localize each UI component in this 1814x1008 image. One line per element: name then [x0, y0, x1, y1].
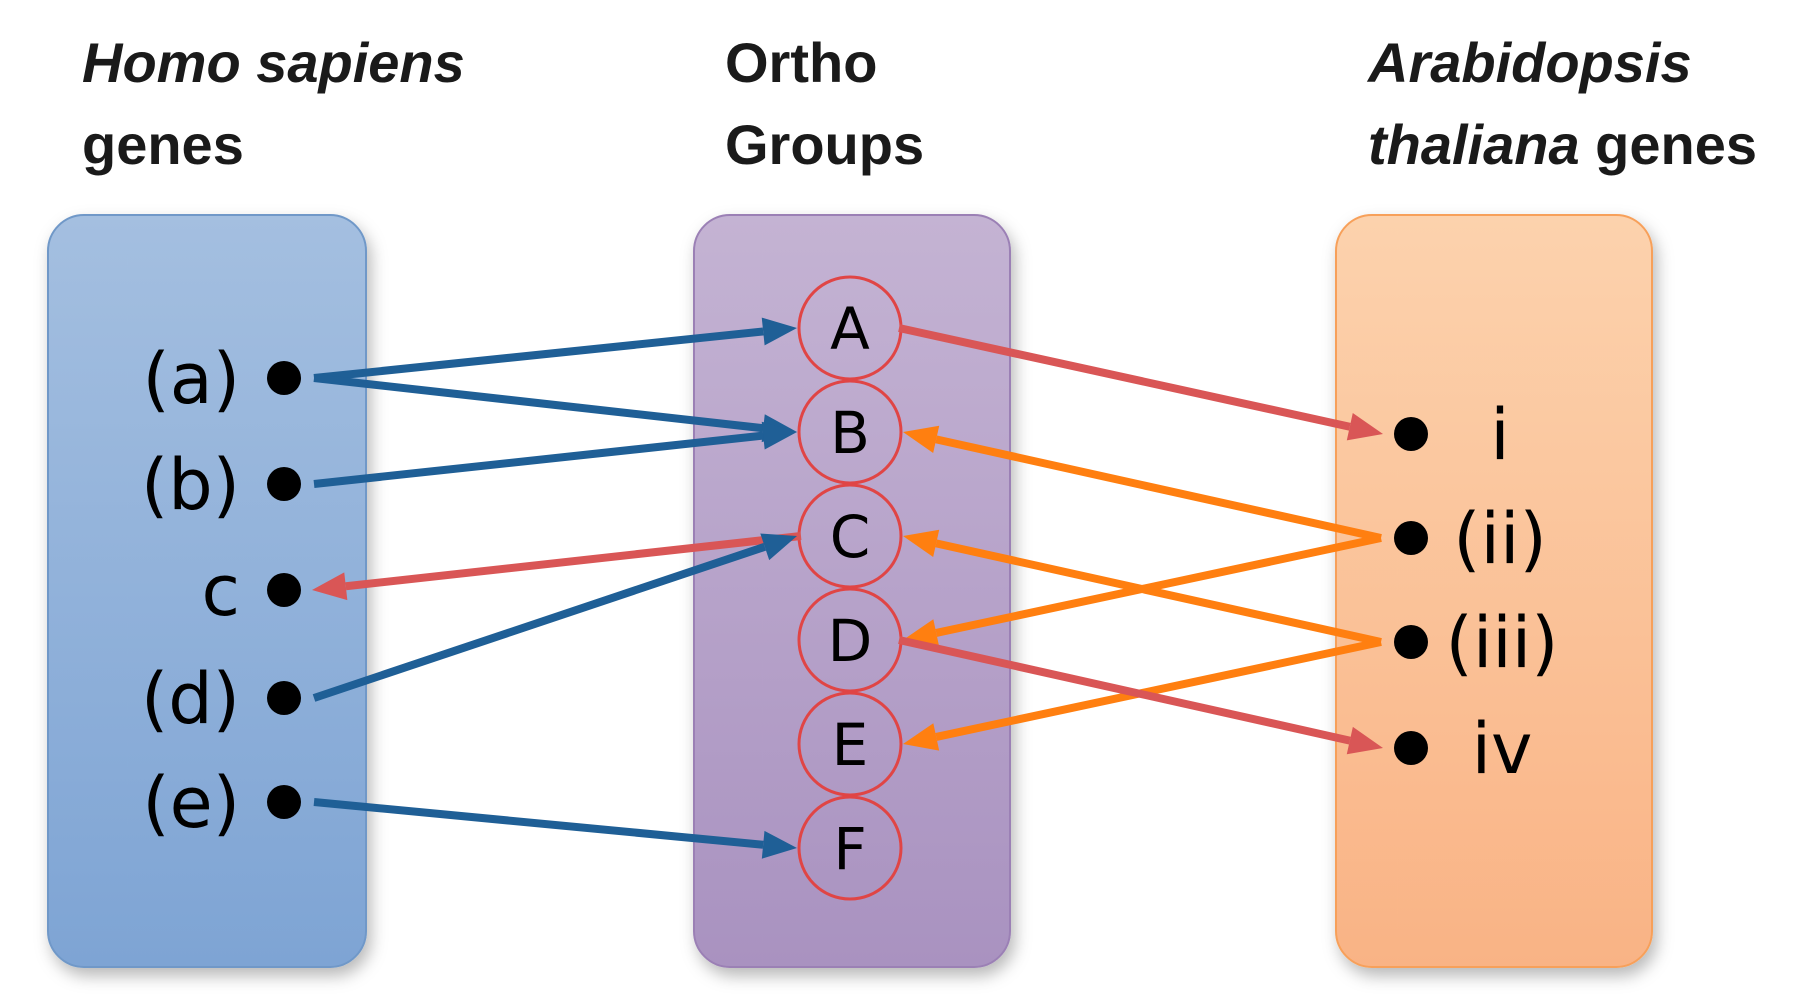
link-e-to-f	[313, 798, 764, 849]
arrowhead-b-to-b	[761, 421, 797, 450]
homo-sapiens-box	[47, 214, 367, 968]
link-d-to-c	[312, 543, 767, 702]
header-arabidopsis-line2-italic: thaliana	[1368, 113, 1580, 176]
arabidopsis-gene-i-label: i	[1490, 394, 1509, 476]
link-ii-to-b	[935, 435, 1382, 542]
arrowhead-d-to-c	[760, 533, 797, 561]
group-b-circle	[797, 379, 903, 485]
human-gene-a-dot	[267, 361, 301, 395]
human-gene-e-dot	[267, 785, 301, 819]
arabidopsis-gene-iv-dot	[1394, 731, 1428, 765]
group-b-label: B	[830, 399, 870, 467]
ortho-groups-box	[693, 214, 1011, 968]
group-d-label: D	[828, 607, 873, 675]
link-d-to-iv	[898, 636, 1351, 745]
header-ortho-groups: Ortho Groups	[725, 22, 924, 186]
arrowhead-iii-to-e	[903, 723, 940, 751]
human-gene-b-dot	[267, 467, 301, 501]
human-gene-e-label: (e)	[142, 762, 240, 844]
link-a-to-i	[898, 324, 1351, 431]
arrowhead-iii-to-c	[903, 529, 940, 558]
human-gene-list: (a) (b) c (d) (e)	[141, 338, 301, 844]
arrowhead-ii-to-b	[903, 425, 940, 454]
arabidopsis-gene-ii-dot	[1394, 521, 1428, 555]
link-c-to-c	[345, 532, 802, 591]
arrowhead-a-to-a	[761, 317, 797, 346]
group-e-circle	[797, 691, 903, 797]
human-gene-a-label: (a)	[142, 338, 240, 420]
group-e-label: E	[832, 711, 869, 779]
header-ortho-line2: Groups	[725, 113, 925, 176]
arabidopsis-gene-iii-label: (iii)	[1446, 602, 1559, 684]
arabidopsis-gene-list: i (ii) (iii) iv	[1394, 394, 1558, 790]
human-gene-c-dot	[267, 573, 301, 607]
arrowhead-e-to-f	[761, 830, 797, 859]
link-ii-to-d	[935, 534, 1382, 637]
link-arrows	[312, 317, 1383, 859]
header-homo-sapiens: Homo sapiens genes	[82, 22, 465, 186]
arrowhead-c-to-c	[312, 572, 348, 601]
human-gene-d-label: (d)	[141, 658, 240, 740]
header-homo-sapiens-line1: Homo sapiens	[82, 31, 465, 94]
group-f-label: F	[833, 815, 866, 883]
human-gene-b-label: (b)	[141, 444, 240, 526]
header-homo-sapiens-line2: genes	[82, 113, 244, 176]
arabidopsis-gene-i-dot	[1394, 417, 1428, 451]
link-a-to-a	[313, 327, 764, 382]
human-gene-c-label: c	[202, 550, 241, 632]
arabidopsis-box	[1335, 214, 1653, 968]
arrowhead-d-to-iv	[1346, 726, 1383, 755]
link-b-to-b	[313, 431, 764, 488]
arabidopsis-gene-iii-dot	[1394, 625, 1428, 659]
header-arabidopsis: Arabidopsis thaliana genes	[1368, 22, 1757, 186]
link-a-to-b	[313, 374, 764, 433]
header-arabidopsis-line1: Arabidopsis	[1368, 31, 1692, 94]
group-f-circle	[797, 795, 903, 901]
header-ortho-line1: Ortho	[725, 31, 878, 94]
group-c-label: C	[830, 503, 871, 571]
human-gene-d-dot	[267, 681, 301, 715]
link-iii-to-e	[935, 638, 1382, 741]
arrowhead-a-to-i	[1346, 413, 1383, 441]
arabidopsis-gene-iv-label: iv	[1472, 708, 1533, 790]
header-arabidopsis-line2-rest: genes	[1579, 113, 1758, 176]
arabidopsis-gene-ii-label: (ii)	[1453, 498, 1547, 580]
link-iii-to-c	[935, 539, 1382, 646]
group-a-label: A	[830, 295, 870, 363]
